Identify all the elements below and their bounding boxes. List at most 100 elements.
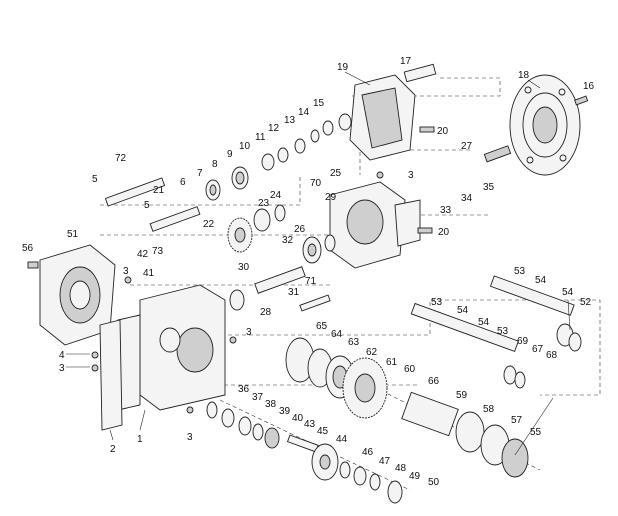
label-37: 37 — [252, 392, 264, 403]
label-57: 57 — [511, 415, 523, 426]
label-70: 70 — [310, 178, 322, 189]
label-27: 27 — [461, 141, 473, 152]
output-gear-stack-parts — [285, 337, 529, 478]
label-53-c: 53 — [497, 326, 509, 337]
label-28: 28 — [260, 307, 272, 318]
label-53-b: 53 — [431, 297, 443, 308]
label-39: 39 — [279, 406, 291, 417]
label-66: 66 — [428, 376, 440, 387]
label-47: 47 — [379, 456, 391, 467]
label-3-a: 3 — [123, 266, 129, 277]
label-24: 24 — [270, 190, 282, 201]
label-56: 56 — [22, 243, 34, 254]
part-number-labels: 1 2 3 3 3 3 3 4 5 5 6 7 8 9 10 11 12 13 … — [22, 56, 595, 488]
label-2: 2 — [110, 444, 116, 455]
label-9: 9 — [227, 149, 233, 160]
label-1: 1 — [137, 434, 143, 445]
label-15: 15 — [313, 98, 325, 109]
label-54-c: 54 — [457, 305, 469, 316]
label-35: 35 — [483, 182, 495, 193]
label-21: 21 — [153, 185, 165, 196]
label-54-b: 54 — [562, 287, 574, 298]
label-62: 62 — [366, 347, 378, 358]
leader-lines — [66, 71, 571, 456]
flange-cover-part — [509, 74, 581, 176]
label-34: 34 — [461, 193, 473, 204]
label-17: 17 — [400, 56, 412, 67]
label-58: 58 — [483, 404, 495, 415]
label-26: 26 — [294, 224, 306, 235]
label-14: 14 — [298, 107, 310, 118]
label-67: 67 — [532, 344, 544, 355]
label-55: 55 — [530, 427, 542, 438]
label-53-a: 53 — [514, 266, 526, 277]
label-6: 6 — [180, 177, 186, 188]
label-33: 33 — [440, 205, 452, 216]
label-42: 42 — [137, 249, 149, 260]
label-71: 71 — [305, 276, 317, 287]
label-72: 72 — [115, 153, 127, 164]
label-20-b: 20 — [438, 227, 450, 238]
label-3-b: 3 — [246, 327, 252, 338]
label-16: 16 — [583, 81, 595, 92]
label-54-a: 54 — [535, 275, 547, 286]
label-18: 18 — [518, 70, 530, 81]
label-59: 59 — [456, 390, 468, 401]
label-46: 46 — [362, 447, 374, 458]
spur-gear-part — [227, 217, 253, 253]
label-43: 43 — [304, 419, 316, 430]
label-23: 23 — [258, 198, 270, 209]
label-12: 12 — [268, 123, 280, 134]
label-52: 52 — [580, 297, 592, 308]
label-54-d: 54 — [478, 317, 490, 328]
bearing-ring-parts — [205, 113, 352, 201]
label-45: 45 — [317, 426, 329, 437]
label-4: 4 — [59, 350, 65, 361]
label-41: 41 — [143, 268, 155, 279]
lower-ring-parts — [206, 401, 403, 504]
label-3-e: 3 — [408, 170, 414, 181]
label-51: 51 — [67, 229, 79, 240]
label-44: 44 — [336, 434, 348, 445]
label-64: 64 — [331, 329, 343, 340]
label-13: 13 — [284, 115, 296, 126]
label-48: 48 — [395, 463, 407, 474]
label-73: 73 — [152, 246, 164, 257]
label-36: 36 — [238, 384, 250, 395]
pinion-shaft-part — [229, 266, 331, 312]
gasket-part — [99, 319, 123, 431]
label-49: 49 — [409, 471, 421, 482]
label-40: 40 — [292, 413, 304, 424]
label-32: 32 — [282, 235, 294, 246]
label-38: 38 — [265, 399, 277, 410]
main-housing-part — [117, 284, 226, 411]
label-19: 19 — [337, 62, 349, 73]
label-3-c: 3 — [187, 432, 193, 443]
label-50: 50 — [428, 477, 440, 488]
label-60: 60 — [404, 364, 416, 375]
label-31: 31 — [288, 287, 300, 298]
label-22: 22 — [203, 219, 215, 230]
middle-ring-parts — [253, 204, 336, 264]
input-shaft-parts — [104, 177, 201, 232]
label-65: 65 — [316, 321, 328, 332]
label-20-a: 20 — [437, 126, 449, 137]
label-8: 8 — [212, 159, 218, 170]
motor-flange-part — [39, 244, 116, 346]
label-7: 7 — [197, 168, 203, 179]
label-3-d: 3 — [59, 363, 65, 374]
label-61: 61 — [386, 357, 398, 368]
upper-housing-part — [349, 63, 437, 161]
label-69: 69 — [517, 336, 529, 347]
intermediate-housing-part — [329, 181, 421, 269]
label-68: 68 — [546, 350, 558, 361]
label-25: 25 — [330, 168, 342, 179]
label-63: 63 — [348, 337, 360, 348]
bolt-parts — [27, 95, 589, 414]
label-10: 10 — [239, 141, 251, 152]
label-11: 11 — [255, 132, 266, 143]
label-5-a: 5 — [92, 174, 98, 185]
label-5-b: 5 — [144, 200, 150, 211]
